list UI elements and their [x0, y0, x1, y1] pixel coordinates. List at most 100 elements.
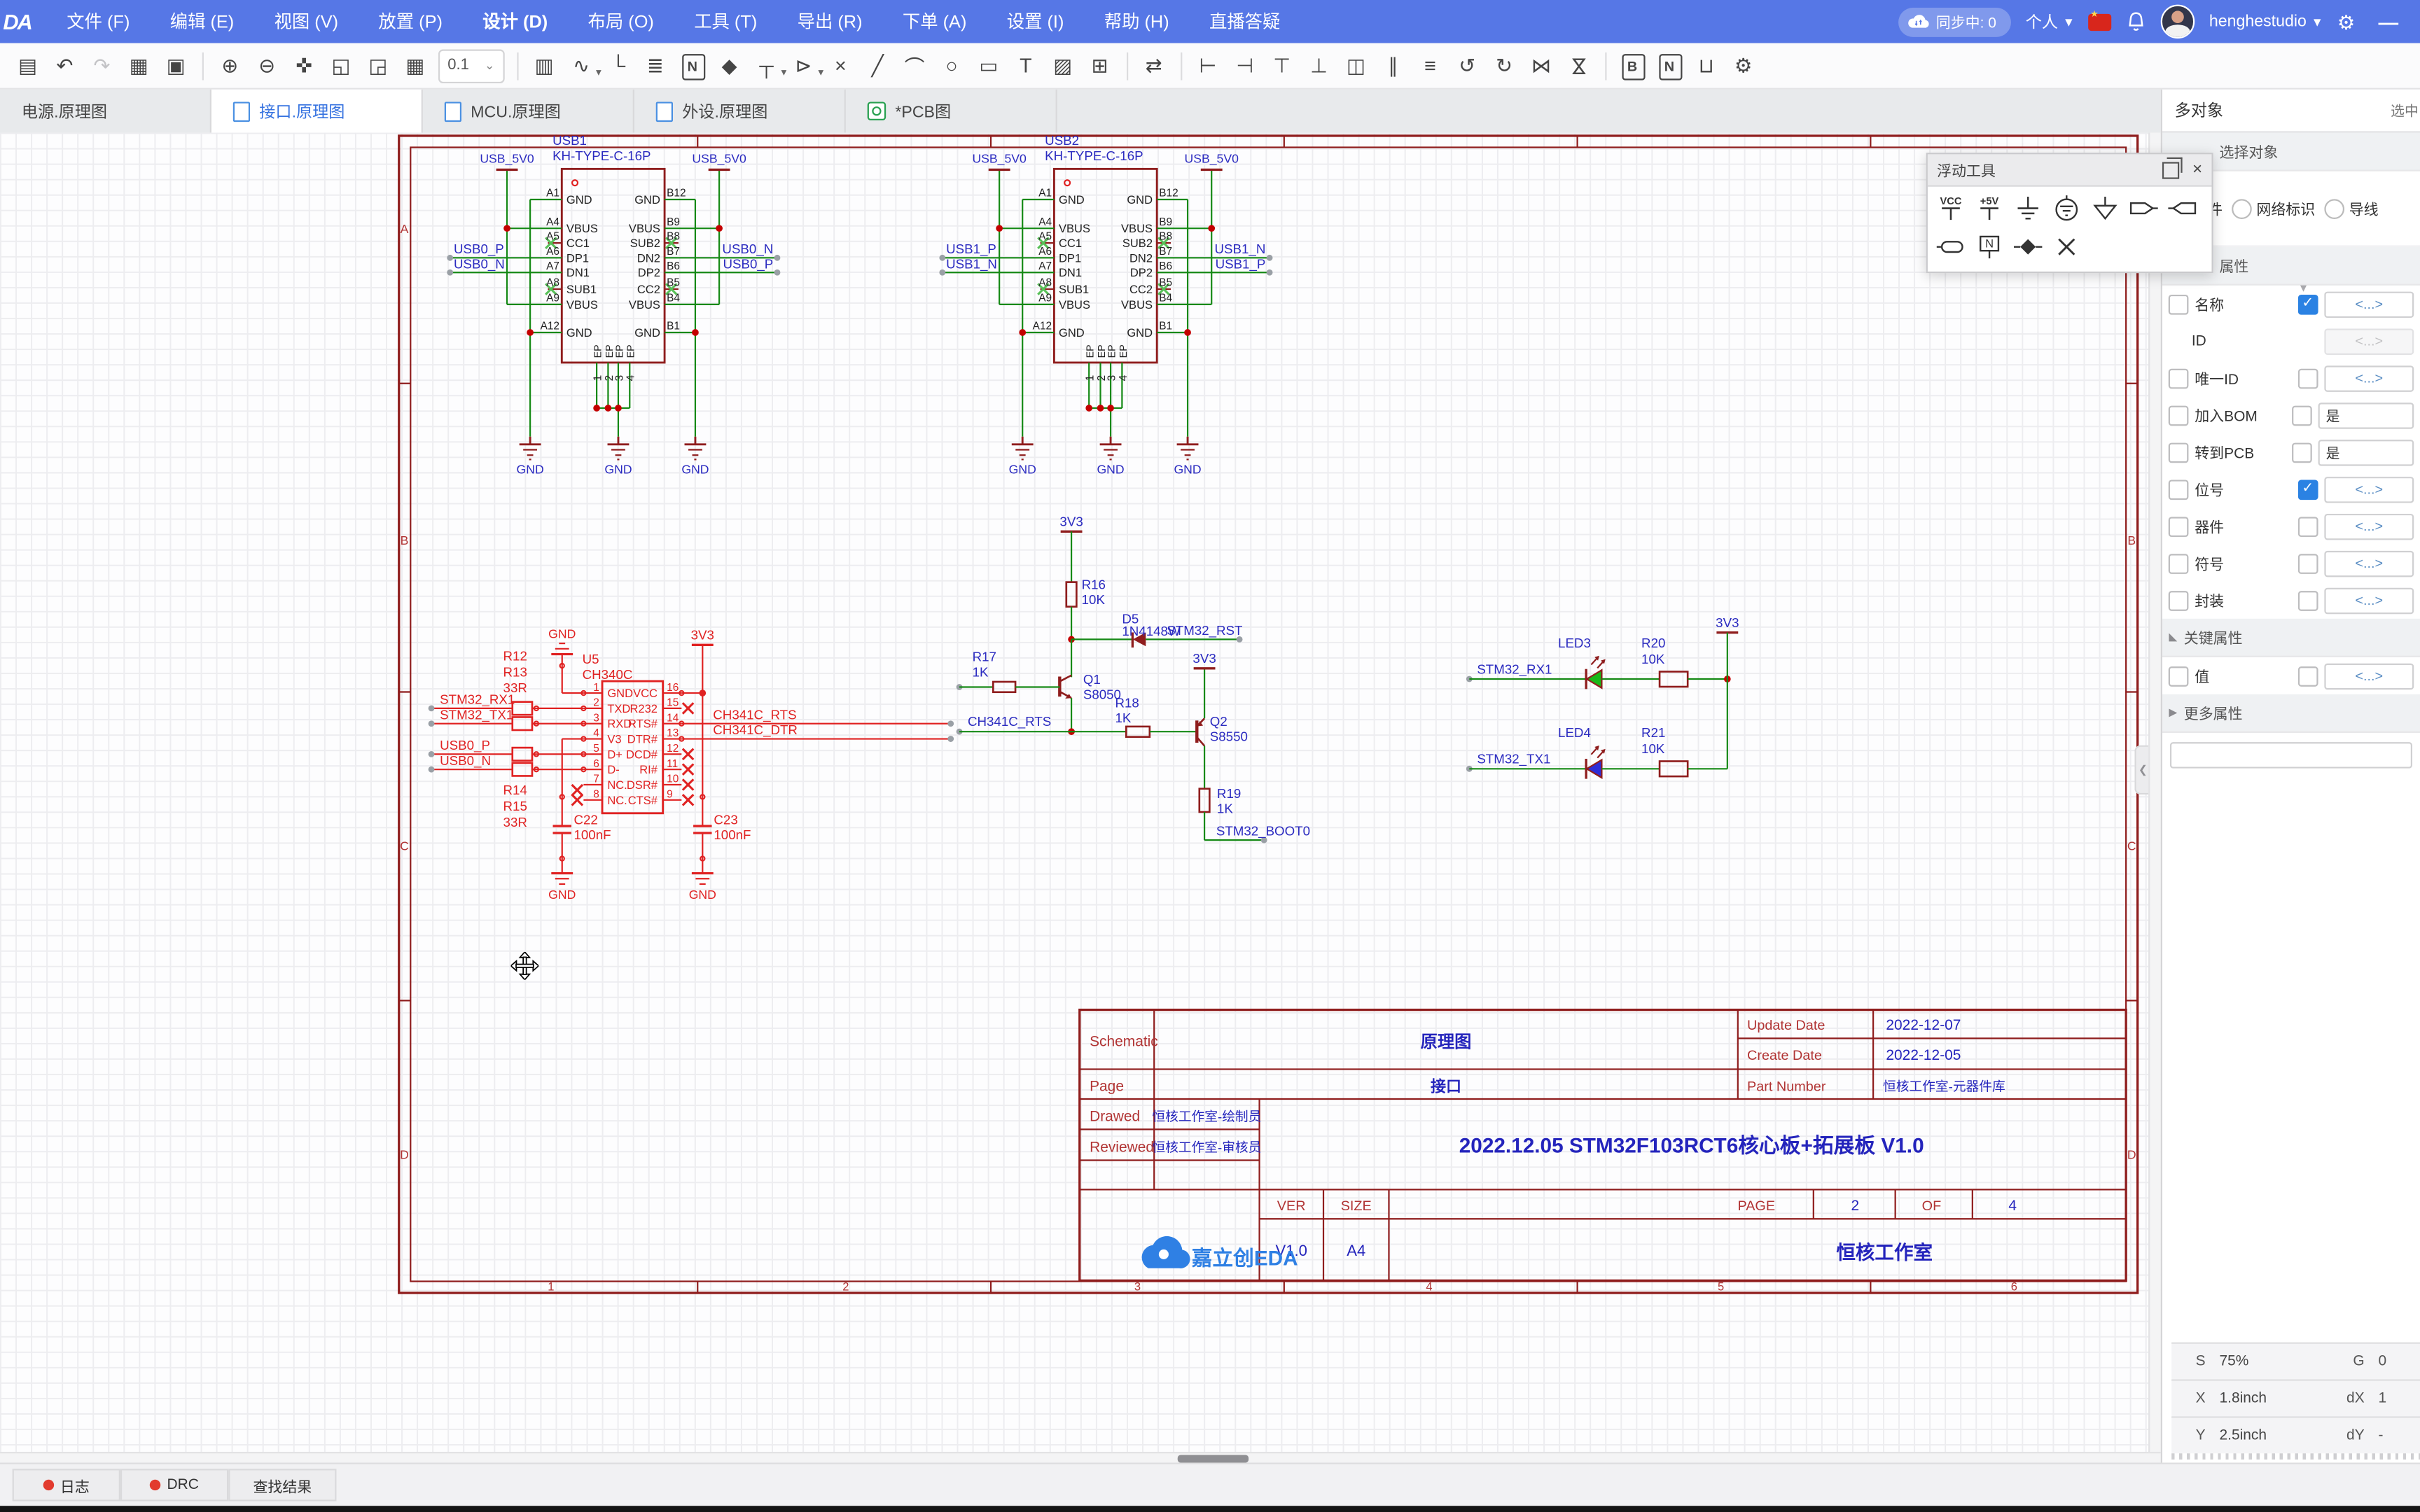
flip-h-icon[interactable]: ⋈	[1531, 53, 1552, 77]
apply-checkbox[interactable]	[2297, 368, 2318, 388]
statusbar-tab[interactable]: DRC	[120, 1469, 229, 1502]
show-checkbox[interactable]	[2168, 666, 2189, 686]
restore-icon[interactable]	[2161, 156, 2182, 178]
language-flag-icon[interactable]	[2088, 8, 2113, 30]
reset-boot-transistor-circuit[interactable]: 3V3R1610KD51N4148WSTM32_RSTQ1S8050R171KC…	[956, 514, 1310, 844]
horizontal-scrollbar[interactable]	[0, 1452, 2161, 1464]
gnd-flag-icon[interactable]	[2011, 191, 2045, 225]
radio-option[interactable]: 导线	[2324, 197, 2379, 219]
netlist-icon[interactable]: N	[1651, 48, 1688, 82]
gear-icon[interactable]: ⚙	[2337, 10, 2356, 34]
document-tab[interactable]: 外设.原理图	[634, 89, 846, 133]
show-checkbox[interactable]	[2168, 590, 2189, 610]
statusbar-tab[interactable]: 查找结果	[228, 1469, 337, 1502]
align-top-icon[interactable]: ⊤	[1273, 53, 1291, 77]
plus5v-flag-icon[interactable]	[1973, 191, 2006, 225]
undo-icon[interactable]: ↶	[56, 53, 74, 77]
place-wire-icon[interactable]: └	[611, 54, 626, 78]
show-checkbox[interactable]	[2168, 479, 2189, 500]
menu-item[interactable]: 下单 (A)	[902, 13, 967, 33]
grid-size-select[interactable]: 0.1⌄	[438, 48, 504, 83]
rotate-cw-icon[interactable]: ↻	[1496, 53, 1513, 77]
menu-item[interactable]: 文件 (F)	[67, 13, 130, 33]
place-net-label-icon[interactable]: N	[674, 48, 711, 82]
place-bus-icon[interactable]: ≣	[646, 53, 664, 77]
document-tab[interactable]: MCU.原理图	[423, 89, 634, 133]
hscroll-thumb[interactable]	[1177, 1455, 1249, 1463]
workspace-switcher[interactable]: 个人▼	[2025, 13, 2075, 32]
place-port-icon[interactable]: ⊳	[785, 48, 823, 82]
place-table-icon[interactable]: ⊞	[1091, 53, 1108, 77]
zoom-fit-icon[interactable]: ✜	[295, 53, 313, 77]
apply-checkbox[interactable]	[2297, 479, 2318, 500]
place-resistor-icon[interactable]: ∿	[563, 48, 601, 82]
zoom-out-icon[interactable]: ⊖	[258, 53, 276, 77]
ch340-usb-uart-circuit-selected[interactable]: U5CH340C12345678161514131211109GNDTXDRXD…	[428, 626, 954, 902]
port-left-icon[interactable]	[2165, 191, 2199, 225]
vcc-flag-icon[interactable]	[1934, 191, 1968, 225]
menu-item[interactable]: 直播答疑	[1209, 13, 1281, 33]
power-gnd-flag-icon[interactable]	[2088, 191, 2122, 225]
attribute-value[interactable]: <...>	[2324, 587, 2414, 614]
align-right-icon[interactable]: ⊣	[1236, 53, 1254, 77]
menu-item[interactable]: 设计 (D)	[482, 13, 548, 33]
junction-node-icon[interactable]	[2011, 230, 2045, 263]
radio-option[interactable]: 网络标识	[2232, 197, 2315, 219]
apply-checkbox[interactable]	[2297, 666, 2318, 686]
component-library-icon[interactable]: ▦	[129, 53, 148, 77]
place-junction-icon[interactable]: ◆	[721, 53, 737, 77]
place-component-icon[interactable]: ▥	[534, 53, 554, 77]
attribute-value[interactable]: <...>	[2324, 328, 2414, 354]
document-tab[interactable]: 电源.原理图	[0, 89, 211, 133]
no-connect-icon[interactable]	[2050, 230, 2083, 263]
rotate-ccw-icon[interactable]: ↺	[1459, 53, 1476, 77]
library-search-icon[interactable]: ▣	[166, 53, 186, 77]
attribute-value[interactable]: <...>	[2324, 365, 2414, 391]
update-symbol-icon[interactable]: ⇄	[1145, 53, 1162, 77]
menu-item[interactable]: 工具 (T)	[694, 13, 758, 33]
menu-item[interactable]: 布局 (O)	[587, 13, 654, 33]
port-oval-icon[interactable]	[1934, 230, 1968, 263]
section-more-attributes[interactable]: ▶更多属性	[2162, 694, 2420, 733]
apply-checkbox[interactable]	[2301, 332, 2318, 349]
sync-status[interactable]: 同步中: 0	[1898, 6, 2012, 36]
user-avatar[interactable]	[2161, 4, 2196, 39]
grid-icon[interactable]: ▦	[405, 53, 425, 77]
notifications-bell-icon[interactable]	[2126, 10, 2148, 33]
menu-item[interactable]: 视图 (V)	[274, 13, 339, 33]
schematic-drawing[interactable]: ABCDABCD123456USB1KH-TYPE-C-16PUSB_5V0US…	[0, 133, 2161, 1452]
document-tab[interactable]: *PCB图	[846, 89, 1057, 133]
place-power-flag-icon[interactable]: ┬	[748, 48, 786, 82]
zoom-window-icon[interactable]: ◱	[331, 53, 351, 77]
section-key-attributes[interactable]: ◣关键属性	[2162, 618, 2420, 657]
attribute-value[interactable]: 是	[2318, 439, 2414, 465]
vertical-scrollbar[interactable]	[2148, 132, 2161, 1452]
align-left-icon[interactable]: ⊢	[1199, 53, 1217, 77]
show-checkbox[interactable]	[2168, 405, 2189, 426]
radio-circle[interactable]	[2324, 198, 2345, 218]
port-right-icon[interactable]	[2127, 191, 2160, 225]
attribute-value[interactable]: <...>	[2324, 662, 2414, 690]
document-tab[interactable]: 接口.原理图	[211, 89, 423, 133]
attribute-value[interactable]: 是	[2318, 402, 2414, 428]
panel-collapse-handle[interactable]: ❮	[2134, 745, 2150, 795]
apply-checkbox[interactable]	[2297, 590, 2318, 610]
menu-item[interactable]: 编辑 (E)	[169, 13, 235, 33]
show-checkbox[interactable]	[2168, 293, 2189, 314]
apply-checkbox[interactable]	[2292, 405, 2312, 426]
minimize-button[interactable]: —	[2378, 10, 2399, 34]
zoom-selection-icon[interactable]: ◲	[368, 53, 388, 77]
radio-circle[interactable]	[2232, 198, 2252, 218]
menu-item[interactable]: 设置 (I)	[1006, 13, 1064, 33]
show-checkbox[interactable]	[2169, 332, 2185, 349]
add-attribute-input[interactable]	[2169, 742, 2413, 769]
align-bottom-icon[interactable]: ⊥	[1310, 53, 1328, 77]
attribute-value[interactable]: <...>	[2324, 512, 2414, 540]
menu-item[interactable]: 导出 (R)	[797, 13, 863, 33]
place-ellipse-icon[interactable]: ○	[945, 54, 958, 78]
menu-item[interactable]: 放置 (P)	[378, 13, 443, 33]
close-icon[interactable]: ×	[2192, 160, 2203, 179]
place-no-connect-icon[interactable]: ×	[835, 54, 847, 78]
